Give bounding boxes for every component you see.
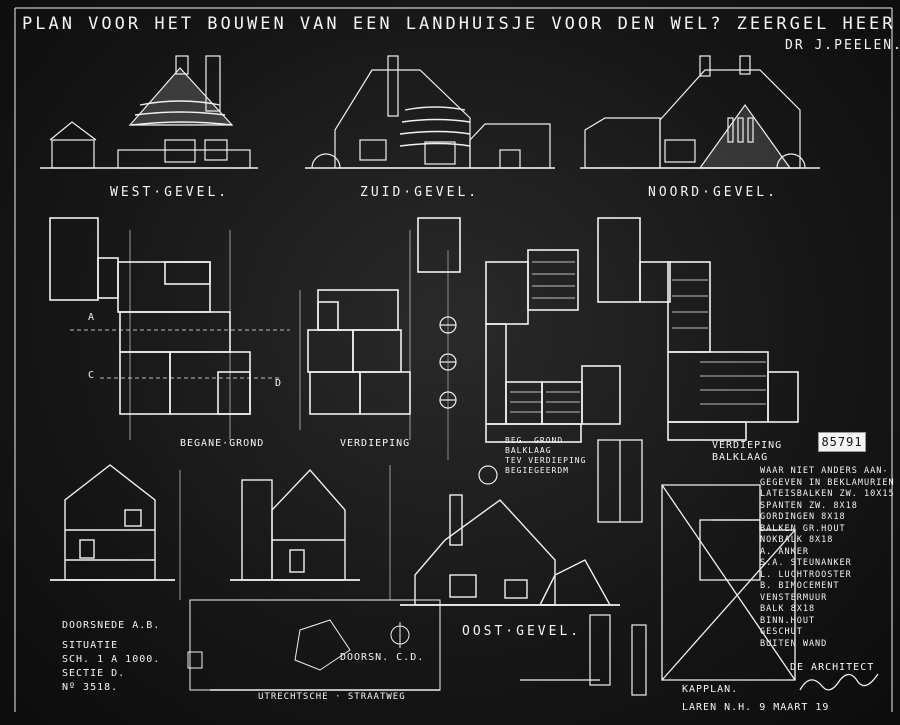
street-name: UTRECHTSCHE · STRAATWEG — [258, 692, 406, 702]
place-date: LAREN N.H. 9 MAART 19 — [682, 702, 830, 713]
west-elevation-label: WEST·GEVEL. — [110, 185, 230, 200]
detail-drawings — [520, 614, 647, 696]
note-line: L. LUCHTROOSTER — [760, 569, 852, 580]
site-title: SITUATIE — [62, 640, 119, 651]
section-marker-a: A — [88, 312, 96, 323]
upper-beams-label-2: BALKLAAG — [712, 452, 769, 463]
ground-beams-label-2: BALKLAAG — [505, 446, 552, 455]
north-elevation-label: NOORD·GEVEL. — [648, 185, 778, 200]
section-markers — [439, 250, 498, 485]
note-line: BALK 8X18 — [760, 604, 816, 614]
ground-beams-label-1: BEG. GROND — [505, 436, 564, 445]
site-number: Nº 3518. — [62, 682, 119, 693]
note-line: NOKBALK 8X18 — [760, 535, 834, 545]
note-line: GORDINGEN 8X18 — [760, 512, 846, 522]
roof-plan-drawing — [597, 439, 796, 681]
drawing-title: PLAN VOOR HET BOUWEN VAN EEN LANDHUISJE … — [22, 14, 896, 34]
architect-label: DE ARCHITECT — [790, 662, 875, 673]
upper-floor-label: VERDIEPING — [340, 438, 411, 449]
note-line: SPANTEN ZW. 8X18 — [760, 500, 858, 511]
client-name: DR J.PEELEN. — [785, 38, 900, 53]
east-elevation-label: OOST·GEVEL. — [462, 624, 582, 639]
roof-plan-label: KAPPLAN. — [682, 684, 739, 695]
note-line: VENSTERMUUR — [760, 592, 828, 603]
south-elevation-drawing — [305, 55, 555, 169]
east-elevation-drawing — [400, 494, 620, 606]
note-line: A. ANKER — [760, 546, 809, 557]
ground-floor-label: BEGANE·GROND — [180, 438, 265, 449]
note-line: B. BIMOCEMENT — [760, 581, 840, 591]
note-line: GEGEVEN IN BEKLAMURIEN — [760, 477, 895, 488]
south-elevation-label: ZUID·GEVEL. — [360, 185, 480, 200]
north-elevation-drawing — [580, 55, 820, 169]
section-cd-label: DOORSN. C.D. — [340, 652, 425, 663]
note-line: BINN.HOUT — [760, 615, 816, 626]
note-line: LATEISBALKEN ZW. 10X15 — [760, 489, 895, 499]
ground-floor-plan — [49, 217, 290, 440]
west-elevation-drawing — [40, 55, 258, 169]
section-marker-d: D — [275, 378, 283, 389]
section-ab-drawing — [50, 464, 181, 600]
note-line: WAAR NIET ANDERS AAN- — [760, 466, 889, 476]
section-cd-drawing — [230, 465, 391, 600]
ground-beams-label-4: BEGIEGEERDM — [505, 466, 569, 475]
archive-stamp-number: 85791 — [818, 432, 866, 452]
upper-floor-plan — [299, 230, 411, 440]
note-line: S.A. STEUNANKER — [760, 558, 852, 568]
section-marker-c: C — [88, 370, 96, 381]
note-line: BUITEN WAND — [760, 638, 828, 649]
construction-notes: WAAR NIET ANDERS AAN- GEGEVEN IN BEKLAMU… — [760, 466, 895, 650]
site-plan-drawing — [187, 599, 441, 691]
note-line: BALKEN GR.HOUT — [760, 523, 846, 534]
site-scale: SCH. 1 A 1000. — [62, 654, 161, 665]
section-ab-label: DOORSNEDE A.B. — [62, 620, 161, 631]
ground-beams-plan — [417, 217, 621, 443]
upper-beams-plan — [597, 217, 799, 441]
architect-signature — [799, 673, 879, 691]
ground-beams-label-3: TEV VERDIEPING — [505, 456, 587, 465]
site-section: SECTIE D. — [62, 668, 126, 679]
upper-beams-label-1: VERDIEPING — [712, 440, 783, 451]
note-line: GESCHUT — [760, 627, 803, 637]
